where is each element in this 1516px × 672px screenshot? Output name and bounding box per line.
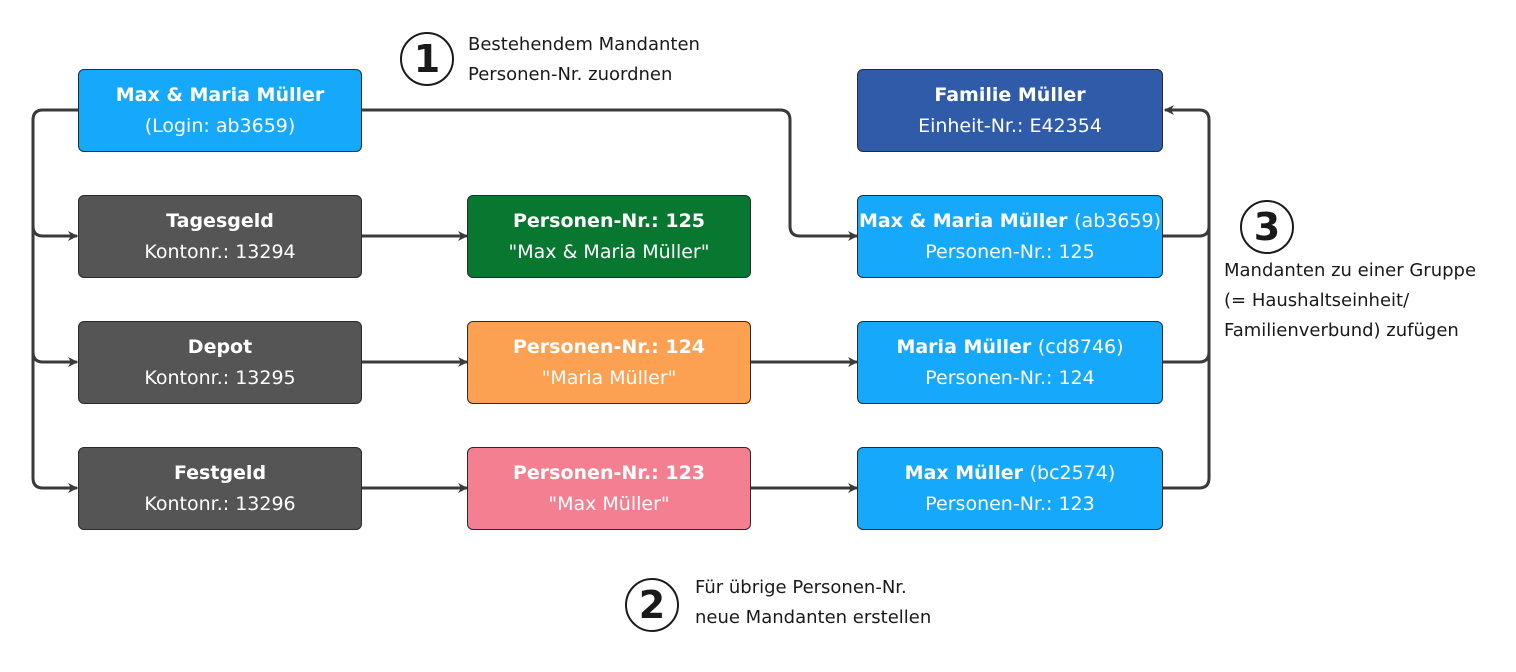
- node-line2: "Maria Müller": [541, 366, 677, 389]
- step-3-line1: Mandanten zu einer Gruppe: [1224, 260, 1477, 281]
- tagesgeld-node: Tagesgeld Kontonr.: 13294: [78, 195, 362, 278]
- node-line2: Kontonr.: 13294: [144, 240, 296, 263]
- step-2-line2: neue Mandanten erstellen: [695, 607, 932, 628]
- node-title: Personen-Nr.: 123: [512, 461, 706, 484]
- edge-mandanten-familie: [1161, 105, 1211, 490]
- node-title: Max Müller (bc2574): [904, 461, 1116, 484]
- mandant124-node: Maria Müller (cd8746) Personen-Nr.: 124: [857, 321, 1163, 404]
- step-3-line2: (= Haushaltseinheit/: [1224, 290, 1410, 311]
- mandant123-node: Max Müller (bc2574) Personen-Nr.: 123: [857, 447, 1163, 530]
- person123-node: Personen-Nr.: 123 "Max Müller": [467, 447, 751, 530]
- node-title: Tagesgeld: [166, 209, 274, 232]
- edge-login-mandant125: [360, 108, 858, 241]
- edge-login-depot: [31, 350, 78, 367]
- node-line2: Kontonr.: 13296: [144, 492, 296, 515]
- person124-node: Personen-Nr.: 124 "Maria Müller": [467, 321, 751, 404]
- festgeld-node: Festgeld Kontonr.: 13296: [78, 447, 362, 530]
- node-title: Personen-Nr.: 125: [512, 209, 706, 232]
- step-1-badge: 1: [400, 32, 454, 86]
- depot-node: Depot Kontonr.: 13295: [78, 321, 362, 404]
- familie-node: Familie Müller Einheit-Nr.: E42354: [857, 69, 1163, 152]
- step-2-line1: Für übrige Personen-Nr.: [695, 577, 907, 598]
- login-id: (bc2574): [1029, 461, 1116, 484]
- edge-mandant124-trunk: [1161, 350, 1211, 364]
- node-title: Maria Müller (cd8746): [896, 335, 1124, 358]
- node-title: Personen-Nr.: 124: [512, 335, 706, 358]
- node-line2: Kontonr.: 13295: [144, 366, 296, 389]
- step-1-line2: Personen-Nr. zuordnen: [468, 64, 673, 85]
- step-3-note: Mandanten zu einer Gruppe (= Haushaltsei…: [1224, 256, 1476, 346]
- mandant125-node: Max & Maria Müller (ab3659) Personen-Nr.…: [857, 195, 1163, 278]
- node-title: Max & Maria Müller (ab3659): [858, 209, 1162, 232]
- person125-node: Personen-Nr.: 125 "Max & Maria Müller": [467, 195, 751, 278]
- node-line2: "Max & Maria Müller": [508, 240, 710, 263]
- step-1-line1: Bestehendem Mandanten: [468, 34, 700, 55]
- step-1-note: Bestehendem Mandanten Personen-Nr. zuord…: [468, 30, 700, 90]
- login-node: Max & Maria Müller (Login: ab3659): [78, 69, 362, 152]
- step-2-note: Für übrige Personen-Nr. neue Mandanten e…: [695, 573, 931, 633]
- edge-login-trunk: [31, 108, 80, 493]
- node-line2: "Max Müller": [548, 492, 670, 515]
- login-id: (cd8746): [1037, 335, 1124, 358]
- node-title: Max & Maria Müller: [115, 83, 325, 106]
- edge-login-tagesgeld: [31, 224, 78, 241]
- step-2-badge: 2: [625, 578, 679, 632]
- login-id: (ab3659): [1074, 209, 1162, 232]
- node-title: Festgeld: [173, 461, 267, 484]
- step-3-line3: Familienverbund) zufügen: [1224, 320, 1459, 341]
- node-line2: Personen-Nr.: 124: [925, 366, 1095, 389]
- node-title: Depot: [187, 335, 253, 358]
- node-line2: Einheit-Nr.: E42354: [918, 114, 1102, 137]
- step-3-badge: 3: [1240, 200, 1294, 254]
- edge-mandant125-trunk: [1161, 224, 1211, 238]
- node-line2: Personen-Nr.: 125: [925, 240, 1095, 263]
- node-line2: (Login: ab3659): [144, 114, 296, 137]
- node-line2: Personen-Nr.: 123: [925, 492, 1095, 515]
- node-title: Familie Müller: [934, 83, 1086, 106]
